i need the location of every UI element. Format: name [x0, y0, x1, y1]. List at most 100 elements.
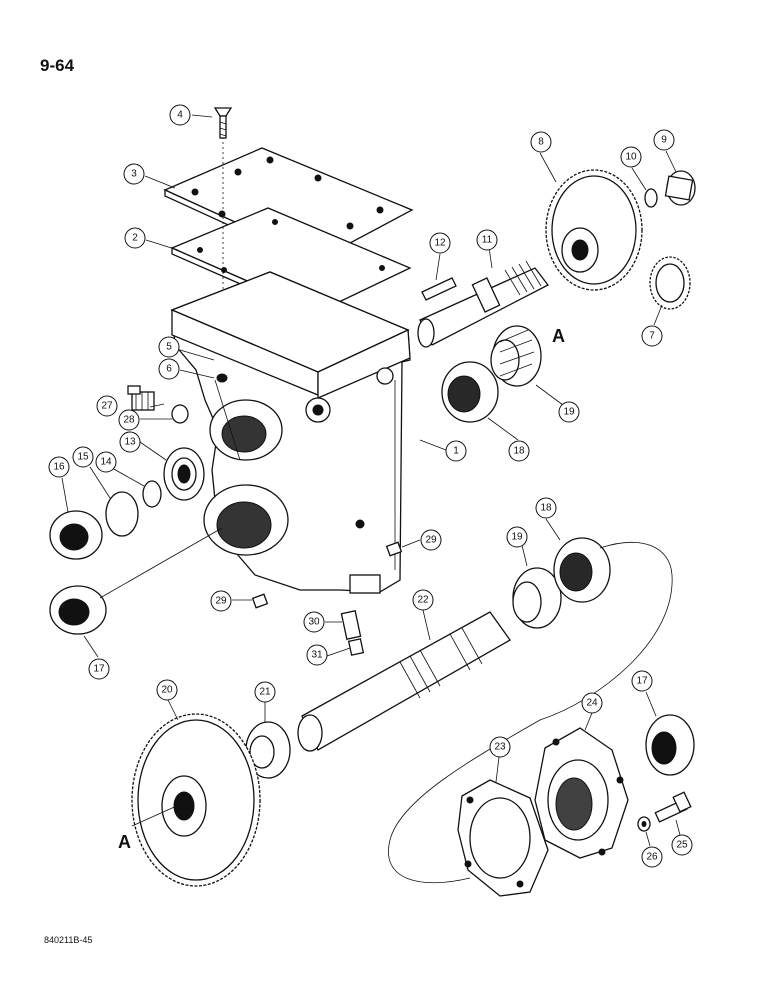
fitting-30 — [340, 610, 362, 640]
callout-17-right: 17 — [631, 670, 653, 692]
lower-shaft — [297, 611, 511, 752]
callout-30: 30 — [303, 611, 325, 633]
svg-text:7: 7 — [649, 331, 655, 342]
spacer-21 — [245, 721, 291, 779]
svg-text:27: 27 — [101, 401, 113, 412]
svg-text:18: 18 — [540, 503, 552, 514]
svg-text:5: 5 — [166, 342, 172, 353]
callout-1: 1 — [445, 440, 467, 462]
carrier-gasket — [457, 779, 549, 897]
plug-29-left — [251, 593, 269, 609]
oil-seal-17-left — [49, 585, 107, 635]
svg-text:22: 22 — [417, 595, 429, 606]
tapered-bearing-lower — [512, 567, 562, 629]
callout-28: 28 — [118, 409, 140, 431]
needle-bearing — [664, 170, 696, 206]
callout-31: 31 — [306, 644, 328, 666]
callout-22: 22 — [412, 589, 434, 611]
callout-27: 27 — [96, 395, 118, 417]
svg-text:18: 18 — [513, 446, 525, 457]
svg-text:10: 10 — [625, 152, 637, 163]
leader-lines — [61, 114, 681, 847]
svg-text:12: 12 — [434, 238, 446, 249]
snap-ring-10 — [644, 188, 658, 208]
oil-seal-16 — [49, 510, 103, 560]
svg-text:15: 15 — [77, 452, 89, 463]
svg-text:13: 13 — [124, 437, 136, 448]
svg-text:19: 19 — [511, 532, 523, 543]
oil-seal-17-right — [645, 714, 695, 776]
fitting-31 — [347, 638, 365, 656]
callout-29-left: 29 — [210, 590, 232, 612]
callout-13: 13 — [119, 431, 141, 453]
svg-text:17: 17 — [93, 664, 105, 675]
cap-screw-25 — [654, 791, 692, 823]
bearing-carrier — [534, 727, 629, 859]
svg-text:29: 29 — [425, 535, 437, 546]
svg-text:29: 29 — [215, 596, 227, 607]
callout-7: 7 — [641, 325, 663, 347]
svg-text:21: 21 — [259, 687, 271, 698]
callout-18-lower: 18 — [535, 497, 557, 519]
svg-text:4: 4 — [177, 110, 183, 121]
alignment-loop — [388, 542, 673, 884]
callout-25: 25 — [671, 834, 693, 856]
callout-10: 10 — [620, 146, 642, 168]
svg-text:3: 3 — [131, 169, 137, 180]
tapered-bearing-upper — [490, 325, 542, 387]
callout-24: 24 — [581, 692, 603, 714]
bearing-cup-upper — [441, 361, 499, 423]
page-number: 9-64 — [40, 56, 75, 75]
svg-text:30: 30 — [308, 617, 320, 628]
o-ring-28 — [171, 404, 189, 424]
callout-23: 23 — [489, 736, 511, 758]
svg-text:25: 25 — [676, 840, 688, 851]
svg-text:17: 17 — [636, 676, 648, 687]
callout-26: 26 — [641, 846, 663, 868]
callout-16: 16 — [48, 456, 70, 478]
drive-gear-upper — [545, 169, 643, 291]
upper-shaft — [417, 260, 549, 348]
svg-text:9: 9 — [661, 135, 667, 146]
callout-2: 2 — [124, 227, 146, 249]
reference-letter-upper: A — [552, 326, 565, 346]
callout-29-right: 29 — [420, 529, 442, 551]
svg-text:11: 11 — [482, 235, 493, 246]
bearing-cup-lower — [553, 537, 611, 603]
svg-text:8: 8 — [538, 137, 544, 148]
callout-19-upper: 19 — [558, 401, 580, 423]
callout-9: 9 — [653, 129, 675, 151]
ball-bearing-left — [163, 447, 205, 501]
reference-letter-lower: A — [118, 832, 131, 852]
callout-5: 5 — [158, 336, 180, 358]
callout-11: 11 — [476, 229, 498, 251]
gearbox-housing — [170, 271, 411, 594]
callout-20: 20 — [156, 679, 178, 701]
svg-text:16: 16 — [53, 462, 65, 473]
svg-text:2: 2 — [132, 233, 138, 244]
svg-text:19: 19 — [563, 407, 575, 418]
svg-text:1: 1 — [453, 446, 459, 457]
breather-plug — [127, 385, 155, 411]
alignment-line-left — [99, 527, 223, 599]
washer-26 — [637, 816, 651, 832]
svg-text:26: 26 — [646, 852, 658, 863]
callout-21: 21 — [254, 681, 276, 703]
callout-3: 3 — [123, 163, 145, 185]
callout-19-lower: 19 — [506, 526, 528, 548]
callout-18-upper: 18 — [508, 440, 530, 462]
callout-17-left: 17 — [88, 658, 110, 680]
svg-text:14: 14 — [100, 457, 112, 468]
alignment-line-a — [131, 799, 191, 827]
svg-text:20: 20 — [161, 685, 173, 696]
svg-text:6: 6 — [166, 364, 172, 375]
shaft-key — [421, 277, 457, 301]
callout-15: 15 — [72, 446, 94, 468]
figure-code: 840211B-45 — [44, 935, 93, 945]
callout-14: 14 — [95, 451, 117, 473]
svg-text:23: 23 — [494, 742, 506, 753]
callout-4: 4 — [169, 104, 191, 126]
plug-29-right — [385, 541, 403, 557]
svg-text:31: 31 — [311, 650, 323, 661]
